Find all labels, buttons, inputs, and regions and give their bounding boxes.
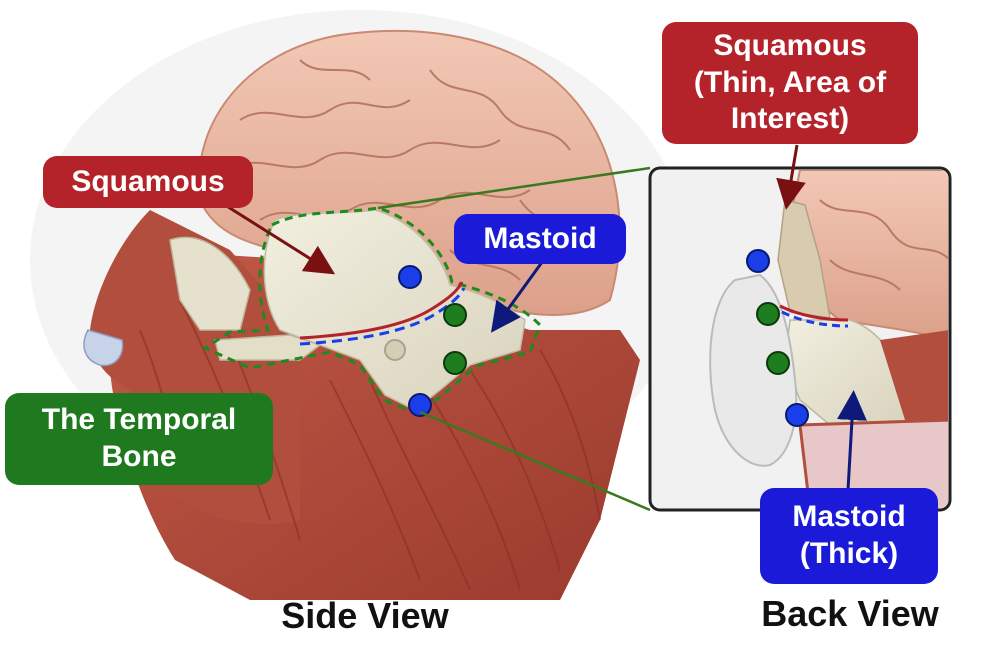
inset-blue-marker-upper: [746, 249, 770, 273]
squamous-side-text: Squamous: [71, 164, 225, 198]
temporal-bone-text-1: The Temporal: [41, 403, 237, 437]
facial-bone: [169, 236, 251, 331]
zygomatic-arch: [214, 334, 322, 361]
squamous-back-text-2: (Thin, Area of: [693, 65, 887, 99]
squamous-back-text-1: Squamous: [713, 29, 867, 63]
squamous-suture-red: [299, 281, 464, 340]
squamous-back-label: Squamous (Thin, Area of Interest): [662, 22, 918, 144]
inset-suture-blue: [781, 310, 849, 328]
mastoid-back-label: Mastoid (Thick): [760, 488, 938, 584]
green-marker-lower: [443, 351, 467, 375]
back-view-inset: [648, 166, 952, 512]
mastoid-back-text-1: Mastoid: [792, 500, 906, 534]
mastoid-side-arrow: [490, 257, 547, 333]
inset-connector-bottom: [419, 410, 651, 512]
temporal-bone-outline: [201, 206, 542, 416]
blue-marker-lower: [408, 393, 432, 417]
side-view-caption: Side View: [281, 595, 449, 636]
ear-canal: [384, 339, 406, 361]
mastoid-back-text-2: (Thick): [799, 537, 899, 570]
squamous-back-text-3: Interest): [730, 102, 850, 136]
blue-marker-upper: [398, 265, 422, 289]
green-marker-upper: [443, 303, 467, 327]
squamous-side-arrow: [224, 203, 336, 275]
back-view-caption: Back View: [761, 593, 939, 634]
inset-muscle: [880, 330, 948, 420]
mastoid-back-arrow: [837, 390, 867, 491]
mastoid-side-label: Mastoid: [454, 214, 626, 264]
temporal-bone-label: The Temporal Bone: [5, 393, 273, 485]
squamous-suture-blue: [299, 287, 466, 346]
inset-green-marker-upper: [756, 302, 780, 326]
inset-suture-red: [779, 304, 849, 322]
squamous-side-label: Squamous: [43, 156, 253, 208]
inset-lower-muscle: [798, 418, 948, 508]
mastoid-side-text: Mastoid: [483, 221, 597, 255]
temporal-bone-text-2: Bone: [101, 440, 177, 473]
inset-green-marker-lower: [766, 351, 790, 375]
nasal-cartilage: [83, 329, 124, 367]
inset-connector-top: [377, 166, 651, 210]
inset-blue-marker-lower: [785, 403, 809, 427]
squamous-back-arrow: [776, 144, 806, 210]
